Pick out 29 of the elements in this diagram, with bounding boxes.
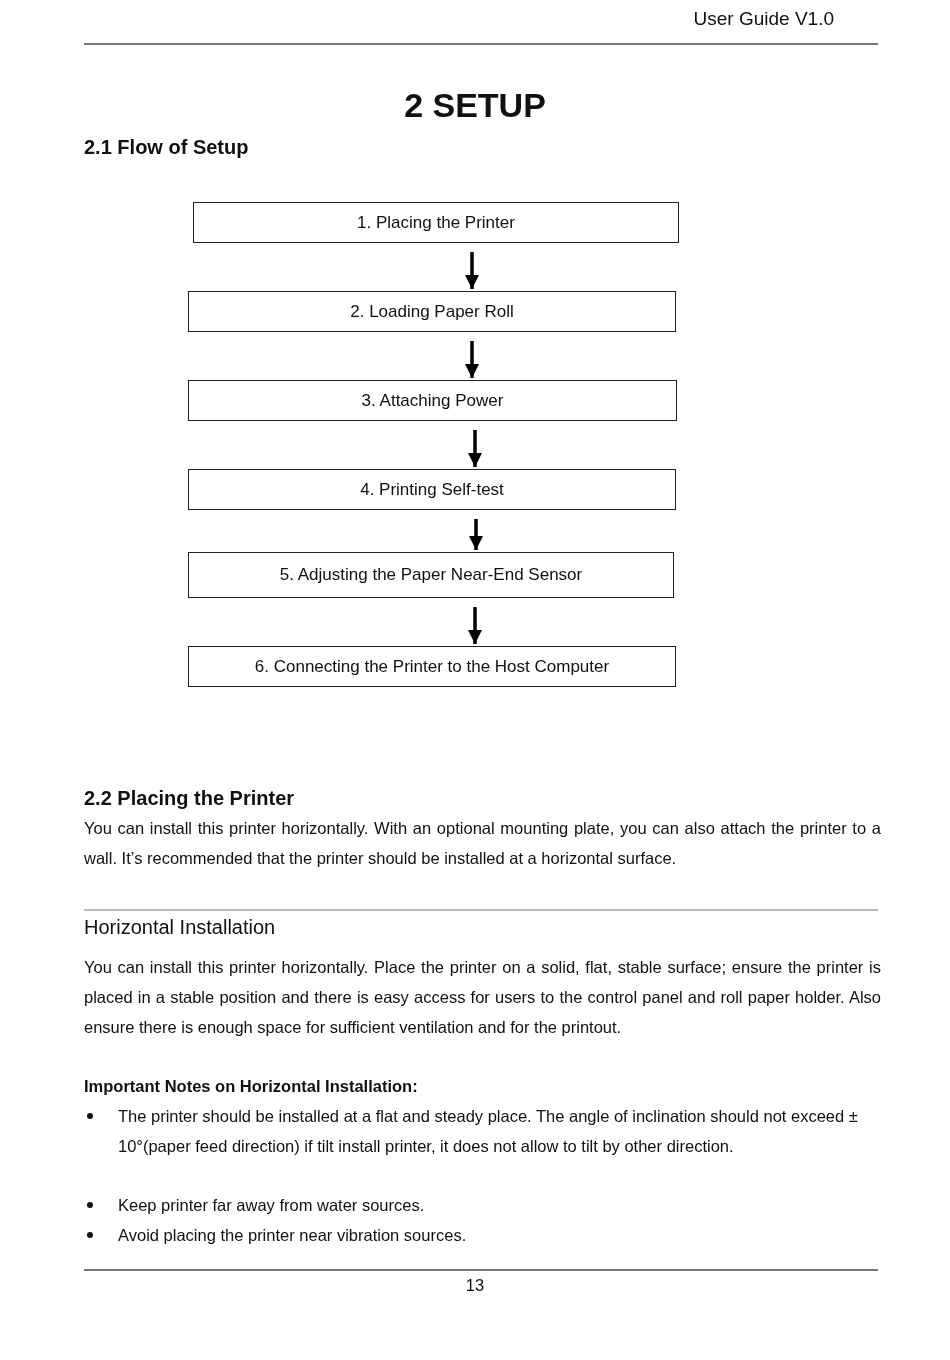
bullet-text: Keep printer far away from water sources. [118,1195,426,1216]
bullet-text: The printer should be installed at a flat and steady place. The angle of inclination should not exceed ± 10°(paper feed direction) if tilt install printer, it does not allow to tilt by other direction. [118,1106,859,1157]
step-label: 6. Connecting the Printer to the Host Computer [254,656,610,677]
step-label: 3. Attaching Power [361,390,504,411]
process-box [188,291,676,332]
bullet-text: Avoid placing the printer near vibration sources. [118,1225,468,1246]
step-label: 1. Placing the Printer [357,212,515,233]
subsection-heading: Horizontal Installation [84,915,277,940]
arrow [465,341,479,378]
arrow [468,607,482,644]
process-box [188,646,676,687]
section-heading: 2.1 Flow of Setup [84,135,250,160]
notes-heading: Important Notes on Horizontal Installation: [84,1076,419,1097]
section-heading: 2.2 Placing the Printer [84,786,296,811]
process-box [188,380,677,421]
paragraph: You can install this printer horizontally. With an optional mounting plate, you can also attach the printer to a wall. It’s recommended that the printer should be installed at a horizontal surface. [84,818,881,869]
arrow [465,252,479,289]
step-label: 2. Loading Paper Roll [350,301,514,322]
process-box [188,469,676,510]
arrow [468,430,482,467]
step-label: 5. Adjusting the Paper Near-End Sensor [279,565,583,585]
header-text: User Guide V1.0 [692,7,834,31]
paragraph: You can install this printer horizontally. Place the printer on a solid, flat, stable surface; ensure the printer is placed in a stable position and there is easy access for users to the control panel and roll paper holder. Also ensure there is enough space for sufficient ventilation and for the printout. [84,957,881,1038]
page-number: 13 [464,1275,486,1296]
process-box [188,552,674,598]
step-label: 4. Printing Self-test [360,479,504,500]
page-title: 2 SETUP [403,86,547,125]
process-box [193,202,679,243]
arrow [469,519,483,550]
